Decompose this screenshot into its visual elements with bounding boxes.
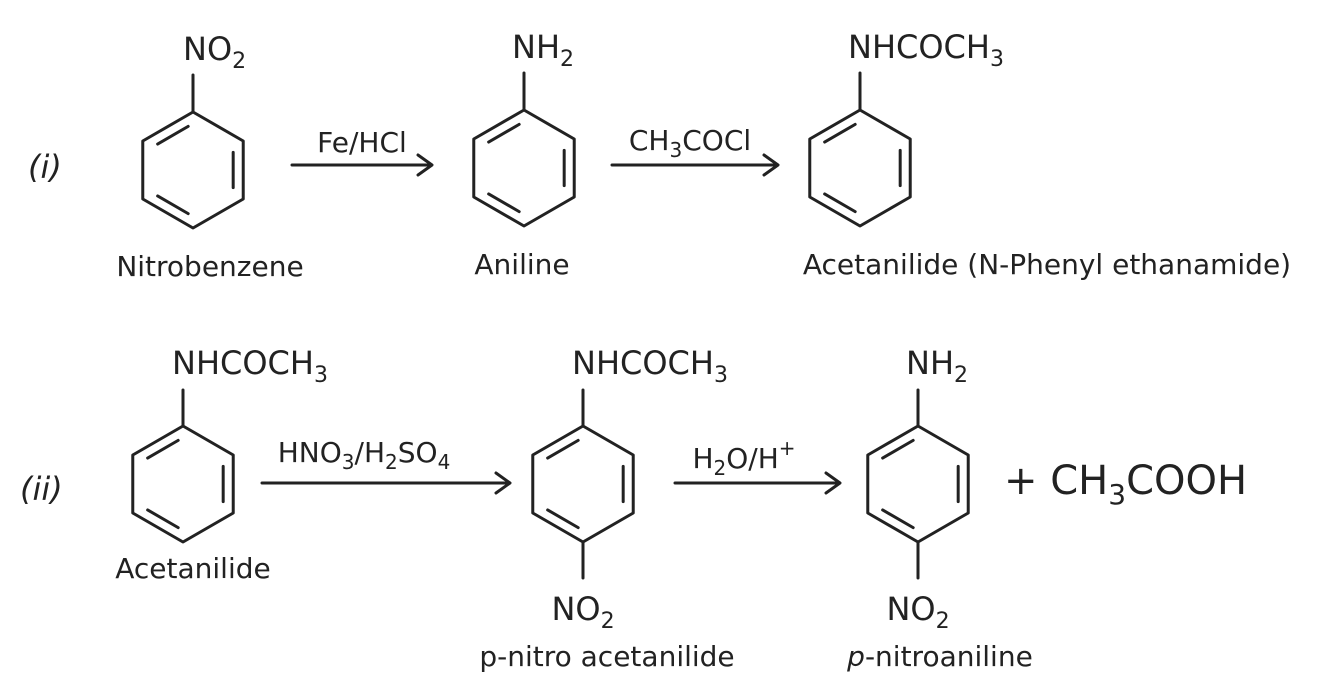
aniline-structure: NH2 Aniline (472, 28, 576, 281)
compound-name-nitrobenzene: Nitrobenzene (116, 250, 303, 283)
reagent-nitrating-mixture: HNO3/H2SO4 (278, 436, 451, 474)
p-nitroacetanilide-structure: NHCOCH3 NO2 p-nitro acetanilide (479, 344, 734, 673)
reaction-ii: (ii) NHCOCH3 Acetanilide HNO3/H2SO4 NHCO… (20, 344, 1247, 673)
byproduct-acetic-acid: + CH3COOH (1004, 458, 1247, 511)
amino-group-label: NH2 (906, 344, 968, 388)
acetamido-group-label: NHCOCH3 (848, 28, 1004, 72)
nitro-group-label: NO2 (183, 30, 246, 74)
acetamido-group-label: NHCOCH3 (172, 344, 328, 388)
acetanilide-structure: NHCOCH3 Acetanilide (N-Phenyl ethanamide… (803, 28, 1291, 281)
compound-name-aniline: Aniline (474, 248, 569, 281)
step-label-i: (i) (28, 148, 62, 186)
compound-name-p-nitroaniline: p-nitroaniline (846, 640, 1033, 673)
benzene-ring (808, 108, 912, 228)
step-label-ii: (ii) (20, 470, 63, 508)
reaction-arrow-i-1: Fe/HCl (290, 126, 434, 177)
nitro-group-label: NO2 (551, 590, 614, 634)
nitro-group-label: NO2 (886, 590, 949, 634)
compound-name-acetanilide: Acetanilide (N-Phenyl ethanamide) (803, 248, 1291, 281)
reaction-arrow-i-2: CH3COCl (610, 124, 780, 177)
reagent-fe-hcl: Fe/HCl (317, 126, 407, 159)
p-nitroaniline-structure: NH2 NO2 p-nitroaniline (846, 344, 1033, 673)
compound-name-acetanilide: Acetanilide (115, 552, 271, 585)
reagent-acid-hydrolysis: H2O/H+ (692, 436, 795, 480)
reagent-acetyl-chloride: CH3COCl (629, 124, 751, 162)
nitrobenzene-structure: NO2 Nitrobenzene (116, 30, 303, 283)
acetamido-group-label: NHCOCH3 (572, 344, 728, 388)
reaction-arrow-ii-2: H2O/H+ (673, 436, 842, 495)
benzene-ring (141, 110, 245, 230)
compound-name-p-nitroacetanilide: p-nitro acetanilide (479, 640, 734, 673)
benzene-ring (131, 424, 235, 544)
amino-group-label: NH2 (512, 28, 574, 72)
benzene-ring (866, 424, 970, 544)
reaction-i: (i) NO2 Nitrobenzene Fe/HCl NH2 Aniline … (28, 28, 1291, 283)
benzene-ring (472, 108, 576, 228)
reaction-arrow-ii-1: HNO3/H2SO4 (260, 436, 512, 495)
benzene-ring (531, 424, 635, 544)
acetanilide-structure: NHCOCH3 Acetanilide (115, 344, 328, 585)
